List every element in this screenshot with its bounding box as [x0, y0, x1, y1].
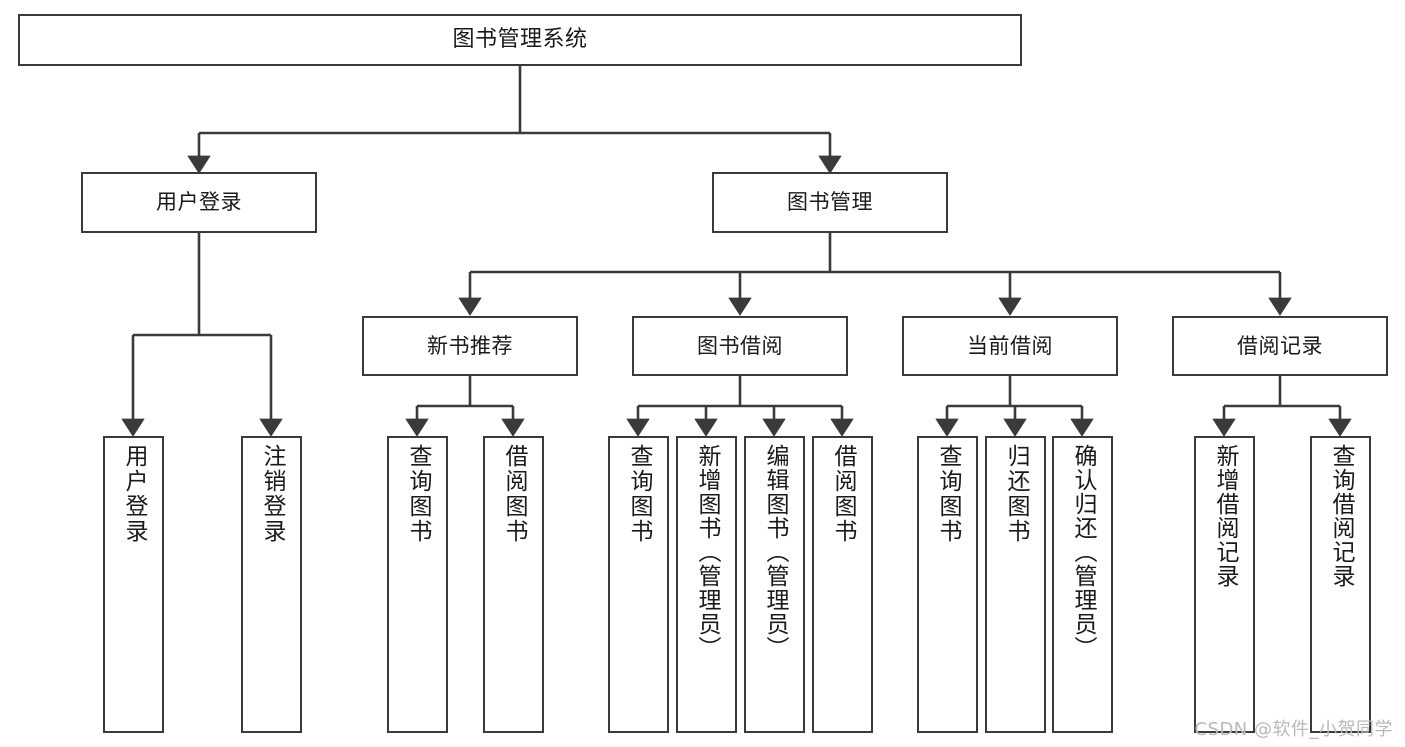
leaf-new-book-borrow-label: 借阅图书 — [501, 444, 527, 544]
leaf-borrow-record-add-label: 新增借阅记录 — [1212, 444, 1238, 588]
leaf-new-book-query[interactable]: 查询图书 — [387, 436, 448, 733]
node-user-login[interactable]: 用户登录 — [81, 172, 317, 233]
node-current-borrow-label: 当前借阅 — [967, 333, 1053, 358]
node-current-borrow[interactable]: 当前借阅 — [902, 316, 1118, 376]
node-user-login-label: 用户登录 — [156, 190, 242, 215]
leaf-book-borrow-borrow[interactable]: 借阅图书 — [812, 436, 873, 733]
leaf-borrow-record-query-label: 查询借阅记录 — [1328, 444, 1354, 588]
leaf-current-borrow-confirm-return[interactable]: 确认归还（管理员） — [1052, 436, 1113, 733]
leaf-new-book-query-label: 查询图书 — [405, 444, 431, 544]
leaf-book-borrow-borrow-label: 借阅图书 — [830, 444, 856, 544]
leaf-book-borrow-add-label: 新增图书（管理员） — [694, 444, 720, 660]
leaf-book-borrow-query-label: 查询图书 — [626, 444, 652, 544]
leaf-user-login-login-label: 用户登录 — [121, 444, 147, 544]
node-book-borrow[interactable]: 图书借阅 — [632, 316, 848, 376]
node-book-management[interactable]: 图书管理 — [712, 172, 948, 233]
leaf-user-login-logout-label: 注销登录 — [259, 444, 285, 544]
watermark: CSDN @软件_小贺同学 — [1194, 719, 1393, 740]
leaf-borrow-record-add[interactable]: 新增借阅记录 — [1194, 436, 1255, 733]
node-root-label: 图书管理系统 — [452, 27, 588, 53]
node-borrow-record[interactable]: 借阅记录 — [1172, 316, 1388, 376]
leaf-user-login-login[interactable]: 用户登录 — [103, 436, 164, 733]
leaf-current-borrow-return-label: 归还图书 — [1003, 444, 1029, 544]
node-book-borrow-label: 图书借阅 — [697, 333, 783, 358]
leaf-current-borrow-query-label: 查询图书 — [935, 444, 961, 544]
leaf-book-borrow-add[interactable]: 新增图书（管理员） — [676, 436, 737, 733]
leaf-book-borrow-edit-label: 编辑图书（管理员） — [762, 444, 788, 660]
leaf-current-borrow-confirm-return-label: 确认归还（管理员） — [1070, 444, 1096, 660]
leaf-book-borrow-edit[interactable]: 编辑图书（管理员） — [744, 436, 805, 733]
node-new-book-recommend[interactable]: 新书推荐 — [362, 316, 578, 376]
node-book-management-label: 图书管理 — [787, 190, 873, 215]
node-new-book-recommend-label: 新书推荐 — [427, 333, 513, 358]
leaf-borrow-record-query[interactable]: 查询借阅记录 — [1310, 436, 1371, 733]
node-root[interactable]: 图书管理系统 — [18, 14, 1022, 66]
leaf-book-borrow-query[interactable]: 查询图书 — [608, 436, 669, 733]
leaf-new-book-borrow[interactable]: 借阅图书 — [483, 436, 544, 733]
leaf-current-borrow-query[interactable]: 查询图书 — [917, 436, 978, 733]
leaf-user-login-logout[interactable]: 注销登录 — [241, 436, 302, 733]
node-borrow-record-label: 借阅记录 — [1237, 333, 1323, 358]
leaf-current-borrow-return[interactable]: 归还图书 — [985, 436, 1046, 733]
